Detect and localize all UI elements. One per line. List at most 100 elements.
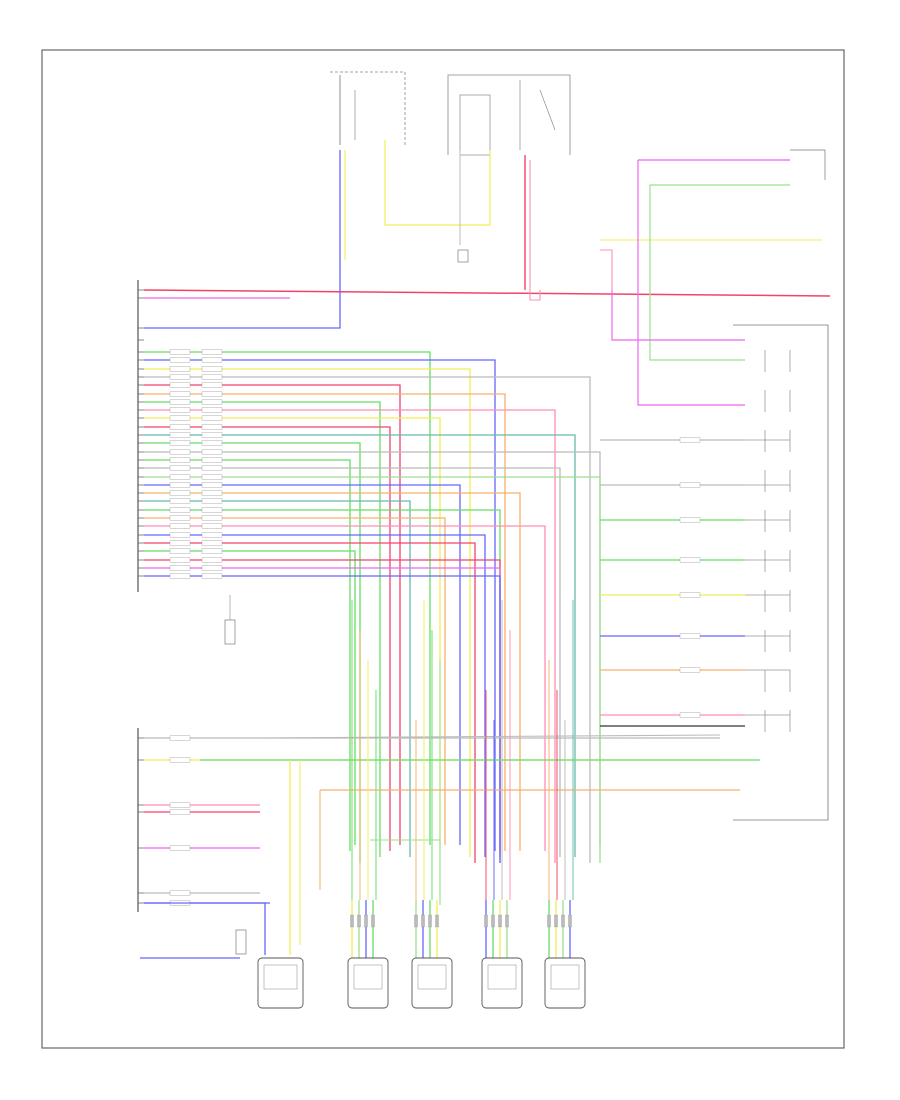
harness-wire bbox=[144, 509, 501, 863]
wire-code-tag bbox=[169, 845, 191, 851]
memory-feed-wire bbox=[600, 249, 613, 290]
wire-code-tag bbox=[169, 523, 191, 529]
wire-code-tag bbox=[679, 667, 701, 673]
harness-wire bbox=[144, 559, 501, 851]
wire-code-tag bbox=[169, 890, 191, 896]
harness-wire bbox=[144, 567, 501, 857]
wire-code-tag bbox=[169, 573, 191, 579]
wire-code-tag bbox=[169, 490, 191, 496]
wire-layer bbox=[140, 140, 831, 959]
wire-code-tag bbox=[201, 349, 223, 355]
diagram-frame bbox=[41, 49, 845, 1049]
wire-code-tag bbox=[169, 349, 191, 355]
wire-code-tag bbox=[679, 592, 701, 598]
harness-wire bbox=[144, 484, 461, 845]
harness-wire bbox=[144, 368, 471, 857]
wire-code-tag bbox=[201, 457, 223, 463]
harness-wire bbox=[144, 384, 401, 845]
harness-wire bbox=[144, 359, 496, 851]
wire-code-tag bbox=[169, 498, 191, 504]
run-start-wire bbox=[384, 140, 491, 226]
wire-code-tag bbox=[169, 735, 191, 741]
wire-code-tag bbox=[201, 540, 223, 546]
wire-code-tag bbox=[201, 391, 223, 397]
wire-code-tag bbox=[201, 515, 223, 521]
ground-connector-bottom bbox=[235, 929, 247, 955]
wire-code-tag bbox=[679, 482, 701, 488]
motor-body bbox=[411, 957, 453, 1009]
seat-motor bbox=[347, 900, 389, 1009]
motor-body bbox=[347, 957, 389, 1009]
motor-connector-pin bbox=[357, 914, 361, 928]
wire-code-tag bbox=[679, 557, 701, 563]
wire-code-tag bbox=[169, 809, 191, 815]
ground-return-wire bbox=[144, 902, 266, 955]
wire-code-tag bbox=[201, 357, 223, 363]
wire-code-tag bbox=[201, 498, 223, 504]
motor-connector-pin bbox=[505, 914, 509, 928]
harness-wire bbox=[144, 351, 431, 845]
wire-code-tag bbox=[201, 366, 223, 372]
wire-code-tag bbox=[201, 523, 223, 529]
motor-connector-pin bbox=[498, 914, 502, 928]
harness-wire bbox=[144, 417, 441, 845]
motor-inner bbox=[487, 964, 517, 990]
motor-connector-pin bbox=[561, 914, 565, 928]
harness-wire bbox=[144, 492, 521, 851]
pin-layer bbox=[138, 289, 791, 904]
harness-wire bbox=[144, 575, 501, 863]
wire-code-tag bbox=[201, 565, 223, 571]
motor-connector-pin bbox=[421, 914, 425, 928]
motor-inner bbox=[417, 964, 447, 990]
wire-code-tag bbox=[169, 482, 191, 488]
motor-inner bbox=[550, 964, 580, 990]
motor-connector-pin bbox=[568, 914, 572, 928]
wire-code-tag bbox=[169, 557, 191, 563]
harness-wire bbox=[144, 550, 356, 845]
right-feed-pink bbox=[611, 290, 745, 341]
wire-code-tag bbox=[201, 557, 223, 563]
wire-code-tag bbox=[679, 633, 701, 639]
harness-wire bbox=[144, 534, 486, 857]
wire-code-tag bbox=[679, 712, 701, 718]
wire-code-tag bbox=[201, 474, 223, 480]
seat-motor bbox=[411, 900, 453, 1009]
wire-code-tag bbox=[169, 757, 191, 763]
wire-code-tag bbox=[201, 532, 223, 538]
wire-code-tag bbox=[679, 517, 701, 523]
wire-code-tag bbox=[169, 382, 191, 388]
harness-wire bbox=[144, 442, 361, 863]
wire-code-tag bbox=[169, 449, 191, 455]
splice-connector-top bbox=[457, 249, 469, 263]
motor-connector-pin bbox=[414, 914, 418, 928]
harness-wire bbox=[144, 517, 446, 845]
wire-code-tag bbox=[169, 432, 191, 438]
seat-motor bbox=[257, 957, 304, 1009]
wire-code-tag bbox=[201, 399, 223, 405]
motor-inner bbox=[263, 964, 298, 990]
wire-code-tag bbox=[201, 465, 223, 471]
wire-code-tag bbox=[201, 374, 223, 380]
harness-wire bbox=[144, 401, 381, 857]
ground-connector-left bbox=[224, 595, 236, 645]
motor-connector-pin bbox=[547, 914, 551, 928]
seat-motor bbox=[544, 900, 586, 1009]
motor-connector-pin bbox=[491, 914, 495, 928]
battery-feed-wire bbox=[143, 289, 831, 297]
harness-wire bbox=[144, 426, 391, 851]
wire-code-tag bbox=[679, 437, 701, 443]
harness-wire bbox=[144, 525, 546, 851]
harness-wire bbox=[144, 467, 561, 857]
top-power-box-left bbox=[330, 71, 406, 145]
wire-code-tag bbox=[201, 548, 223, 554]
right-switch-module bbox=[733, 149, 829, 821]
wire-code-tag bbox=[169, 540, 191, 546]
motor-connector-pin bbox=[428, 914, 432, 928]
motor-connector-pin bbox=[350, 914, 354, 928]
wire-code-tag bbox=[201, 382, 223, 388]
wire-code-tag bbox=[201, 407, 223, 413]
wire-code-tag bbox=[169, 440, 191, 446]
lower-crossover-wire bbox=[259, 734, 721, 739]
wire-code-tag bbox=[169, 391, 191, 397]
